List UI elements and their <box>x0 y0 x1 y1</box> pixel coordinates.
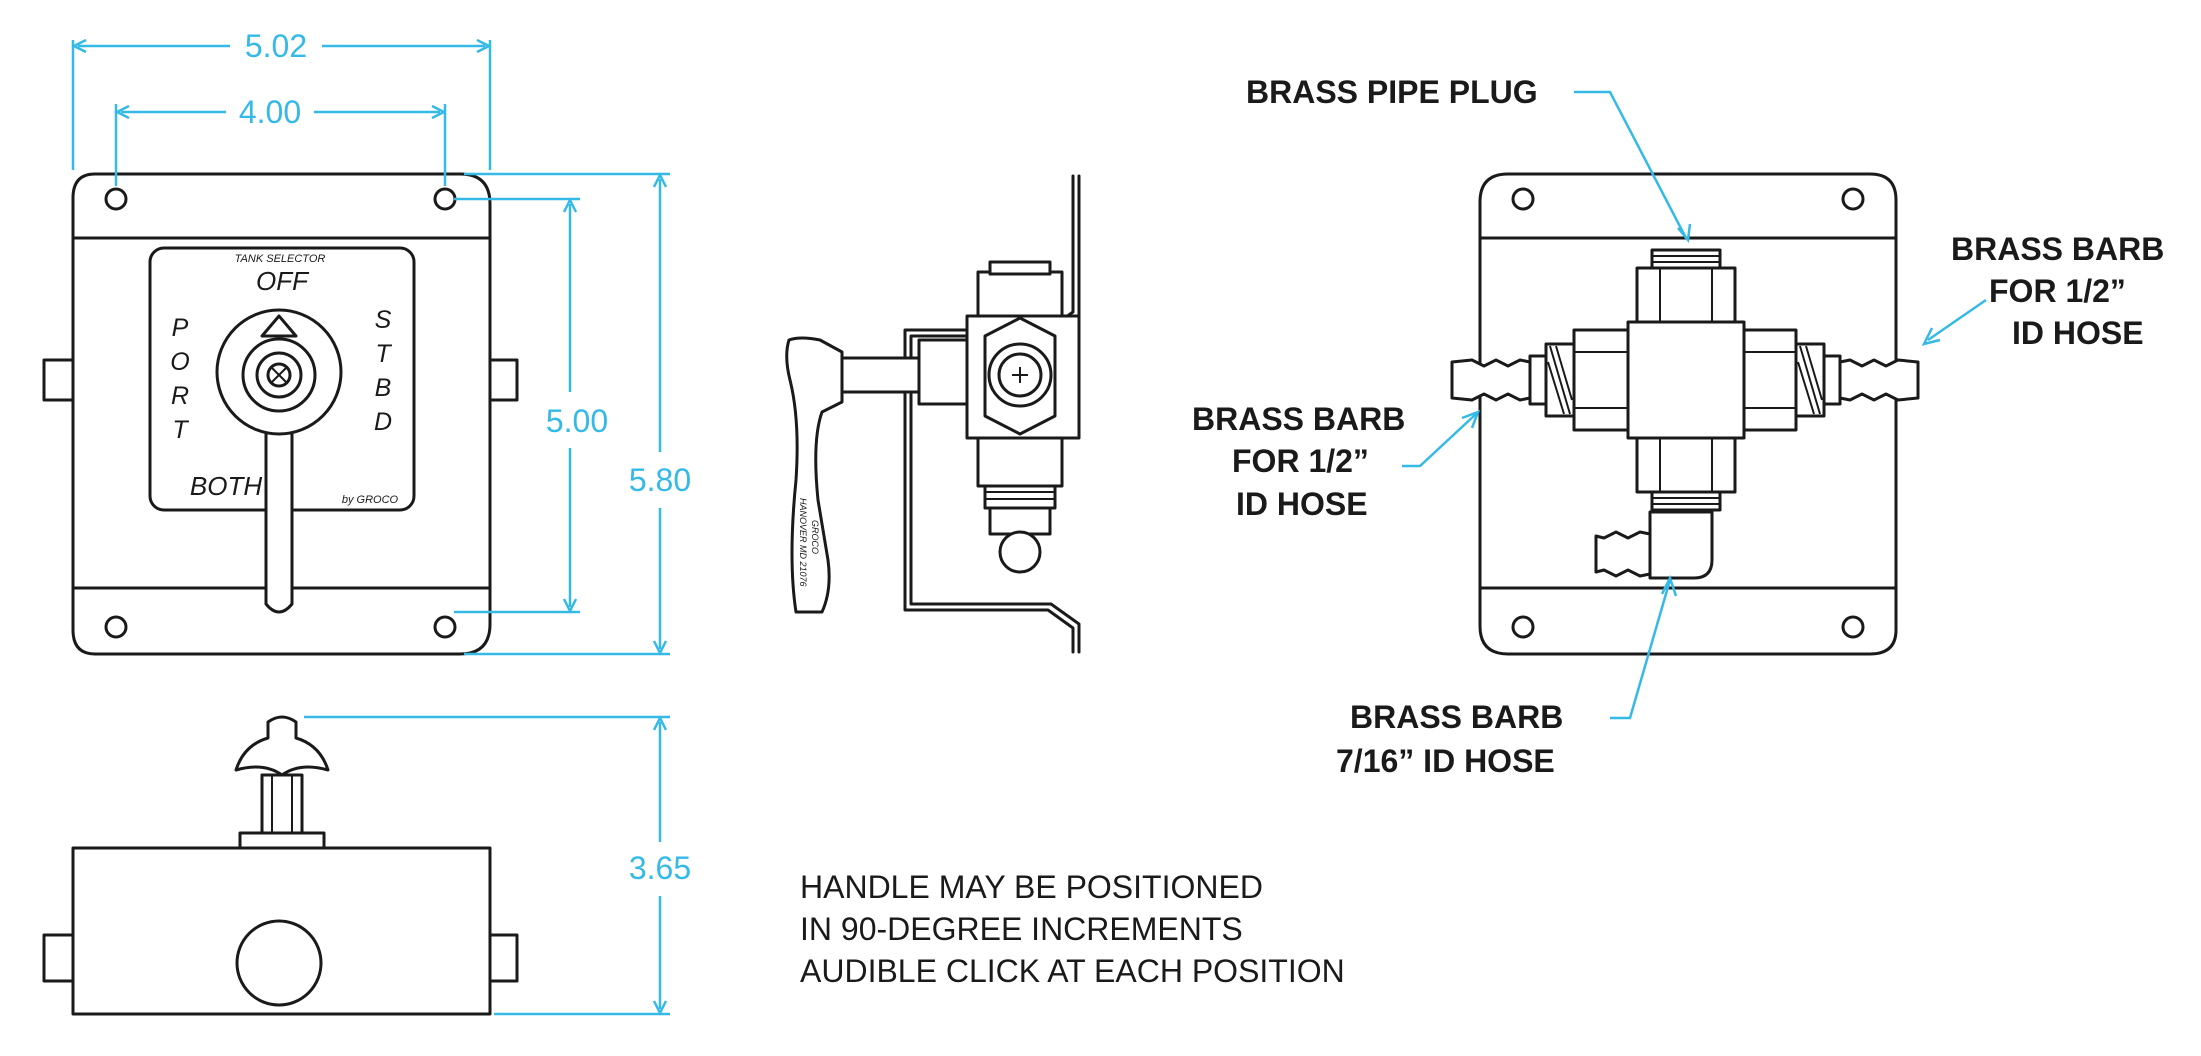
dim-overall-height: 5.80 <box>629 462 691 498</box>
plate-title: TANK SELECTOR <box>235 253 326 265</box>
left-brass-barb <box>1450 358 1532 402</box>
bottom-view-dimensions: 3.65 <box>304 715 691 1016</box>
handle-marking-2: HANOVER MD 21076 <box>798 498 808 587</box>
pipe-plug <box>1650 248 1722 270</box>
dim-overall-width: 5.02 <box>245 28 307 64</box>
side-barb-right <box>488 358 519 402</box>
side-barb-left <box>42 358 75 402</box>
bottom-port-hex <box>1635 436 1737 494</box>
note-line-1: HANDLE MAY BE POSITIONED <box>800 869 1263 905</box>
handle-pointer <box>260 314 298 338</box>
mounting-hole <box>1511 615 1535 639</box>
handle-stem <box>840 356 921 394</box>
mounting-hole <box>433 187 457 211</box>
dim-hole-spacing-height: 5.00 <box>546 403 608 439</box>
selector-handle-lever[interactable] <box>264 418 294 614</box>
callout-barb-right-line3: ID HOSE <box>2012 315 2144 351</box>
label-stbd-s: S <box>375 306 392 334</box>
dim-hole-spacing-width: 4.00 <box>239 94 301 130</box>
label-stbd-t: T <box>375 340 392 368</box>
valve-bottom-hex <box>976 436 1064 488</box>
bottom-brass-barb <box>1594 530 1652 578</box>
label-stbd-b: B <box>375 374 392 402</box>
callout-barb-right-line2: FOR 1/2” <box>1989 273 2126 309</box>
callout-barb-left-line2: FOR 1/2” <box>1232 443 1369 479</box>
top-port-hex <box>1635 266 1737 324</box>
right-brass-barb <box>1838 358 1920 402</box>
callout-pipe-plug: BRASS PIPE PLUG <box>1246 74 1538 110</box>
mounting-hole <box>433 615 457 639</box>
mounting-hole <box>104 187 128 211</box>
mounting-hole <box>1511 187 1535 211</box>
label-both: BOTH <box>190 471 262 501</box>
callout-barb-bottom-line1: BRASS BARB <box>1350 699 1563 735</box>
left-port-hex <box>1572 328 1630 432</box>
side-barb-right-bottom <box>488 933 519 983</box>
valve-top-plug <box>988 260 1052 276</box>
valve-bottom-thread <box>983 484 1057 510</box>
right-port-hex <box>1742 328 1798 432</box>
label-port-p: P <box>172 314 189 342</box>
handle-hub-side <box>234 715 330 777</box>
valve-top-hex <box>976 270 1064 318</box>
left-barb-collar <box>1528 354 1548 406</box>
notes: HANDLE MAY BE POSITIONED IN 90-DEGREE IN… <box>800 869 1345 989</box>
mounting-hole <box>1841 187 1865 211</box>
selector-handle-side[interactable] <box>785 336 844 614</box>
valve-bottom-barb <box>998 530 1042 574</box>
right-barb-collar <box>1822 354 1842 406</box>
stem-base <box>238 831 326 850</box>
label-port-r: R <box>171 382 189 410</box>
valve-bottom-barb-base <box>988 506 1052 536</box>
side-view: GROCO HANOVER MD 21076 <box>785 174 1081 654</box>
elbow-fitting <box>1648 510 1714 580</box>
label-port-t: T <box>172 416 189 444</box>
dim-depth: 3.65 <box>629 850 691 886</box>
valve-body-back <box>1626 320 1746 440</box>
bottom-port-thread <box>1650 490 1722 512</box>
stem <box>260 773 304 835</box>
bottom-view <box>42 715 519 1016</box>
mounting-hole <box>104 615 128 639</box>
bottom-port <box>235 919 323 1007</box>
side-barb-left-bottom <box>42 933 75 983</box>
front-view: TANK SELECTOR OFF BOTH P O R T S T B D b… <box>42 172 519 656</box>
label-off: OFF <box>256 266 310 296</box>
front-view-dimensions: 5.02 4.00 5.00 5.80 <box>71 28 691 656</box>
note-line-3: AUDIBLE CLICK AT EACH POSITION <box>800 953 1345 989</box>
callout-barb-bottom-line2: 7/16” ID HOSE <box>1336 743 1555 779</box>
callout-barb-right-line1: BRASS BARB <box>1951 231 2164 267</box>
mounting-hole <box>1841 615 1865 639</box>
handle-marking-1: GROCO <box>810 520 820 554</box>
label-stbd-d: D <box>374 408 392 436</box>
callouts: BRASS PIPE PLUG BRASS BARB FOR 1/2” ID H… <box>1192 74 2164 779</box>
stem-collar <box>917 338 969 406</box>
label-port-o: O <box>170 348 189 376</box>
back-view <box>1450 172 1920 656</box>
callout-barb-left-line3: ID HOSE <box>1236 486 1368 522</box>
callout-barb-left-line1: BRASS BARB <box>1192 401 1405 437</box>
note-line-2: IN 90-DEGREE INCREMENTS <box>800 911 1243 947</box>
plate-maker: by GROCO <box>342 494 399 506</box>
